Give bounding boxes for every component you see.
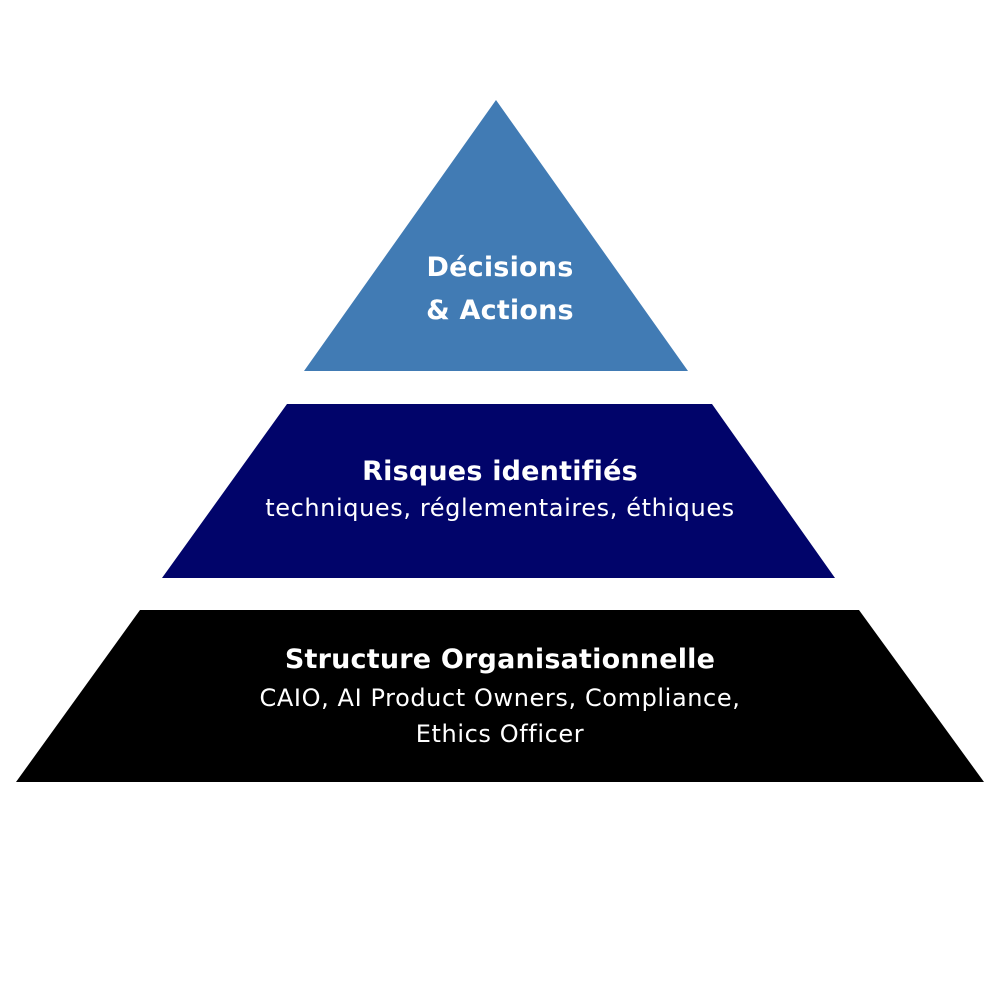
top-layer-title-line1: Décisions xyxy=(426,252,574,283)
bottom-layer-label: Structure Organisationnelle CAIO, AI Pro… xyxy=(0,638,1000,753)
middle-layer-label: Risques identifiés techniques, réglement… xyxy=(0,450,1000,527)
bottom-layer-trapezoid xyxy=(16,610,984,782)
top-layer-label: Décisions & Actions xyxy=(0,246,1000,332)
bottom-layer-title: Structure Organisationnelle xyxy=(284,644,716,675)
middle-layer-subtitle: techniques, réglementaires, éthiques xyxy=(265,494,735,522)
middle-layer-trapezoid xyxy=(162,404,835,578)
top-layer-title-line2: & Actions xyxy=(426,295,574,326)
bottom-layer-subtitle-line1: CAIO, AI Product Owners, Compliance, xyxy=(259,684,741,712)
top-layer-triangle xyxy=(304,100,688,371)
bottom-layer-subtitle-line2: Ethics Officer xyxy=(415,720,585,748)
middle-layer-title: Risques identifiés xyxy=(362,456,638,487)
